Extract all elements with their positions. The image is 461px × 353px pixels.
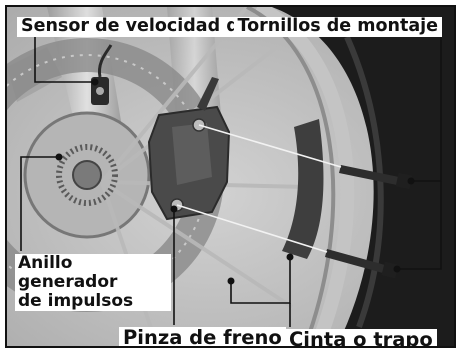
brake-caliper-removal-illustration <box>7 7 454 346</box>
bolt-path-lower <box>176 204 328 253</box>
label-tape-or-rag: Cinta o trapo <box>285 329 437 346</box>
tire <box>272 7 454 346</box>
leader-dots <box>55 78 415 285</box>
mounting-bolt-upper <box>339 165 413 190</box>
wheel-speed-sensor <box>91 44 113 105</box>
axle-hub <box>72 160 102 190</box>
leader-lines <box>20 33 442 327</box>
illustration-frame: Sensor de velocidad de la rueda Tornillo… <box>5 5 456 348</box>
label-brake-caliper: Pinza de freno <box>119 327 286 346</box>
pulse-ring <box>56 144 118 206</box>
label-pulse-ring: Anillo generador de impulsos <box>15 253 171 312</box>
bolt-path-upper <box>198 124 342 168</box>
brake-caliper <box>147 77 231 221</box>
mounting-bolt-lower <box>325 249 399 279</box>
label-pulse-ring-line2: de impulsos <box>18 291 134 312</box>
tape-or-rag <box>282 119 324 259</box>
label-pulse-ring-line1: Anillo generador <box>18 253 118 293</box>
tire-highlight <box>344 35 384 329</box>
label-mounting-bolts: Tornillos de montaje <box>233 16 442 37</box>
